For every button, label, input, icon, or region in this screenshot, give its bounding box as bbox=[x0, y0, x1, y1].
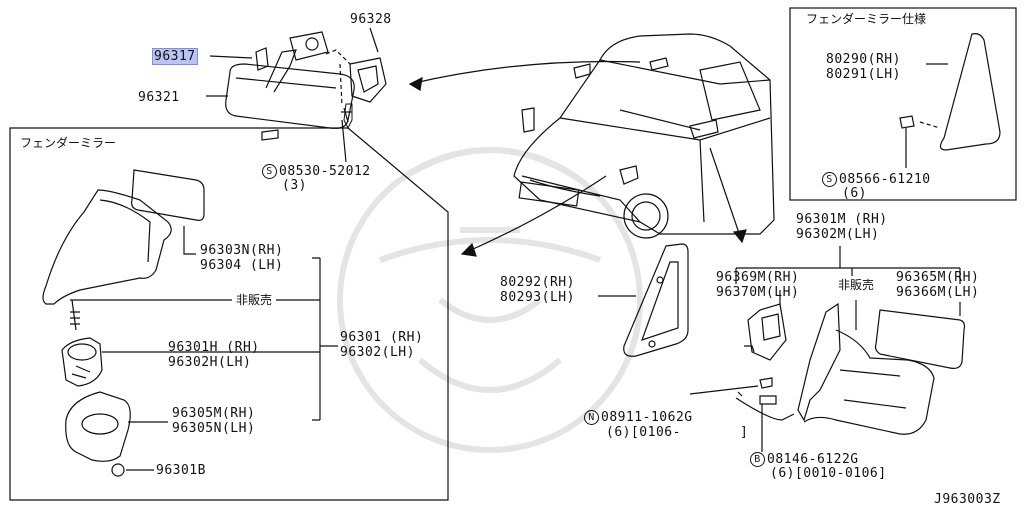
part-label-80291[interactable]: 80291(LH) bbox=[826, 67, 901, 82]
part-label-96328[interactable]: 96328 bbox=[350, 12, 392, 27]
part-label-80290[interactable]: 80290(RH) bbox=[826, 52, 901, 67]
right-box-outline bbox=[789, 7, 1017, 201]
diagram-id: J963003Z bbox=[934, 492, 1001, 507]
nut-qty-close: ] bbox=[740, 425, 749, 440]
screw-icon bbox=[343, 103, 353, 130]
screw-code: 08530-52012 bbox=[279, 164, 371, 179]
watermark-emblem bbox=[337, 147, 643, 453]
part-label-96305m[interactable]: 96305M(RH) bbox=[172, 406, 256, 421]
bolt-qty: (6)[0010-0106] bbox=[770, 466, 887, 481]
part-label-96304[interactable]: 96304 (LH) bbox=[200, 258, 284, 273]
nut-code: 08911-1062G bbox=[601, 410, 693, 425]
not-for-sale-label: 非販売 bbox=[232, 293, 277, 308]
part-label-96370m[interactable]: 96370M(LH) bbox=[716, 285, 800, 300]
vehicle-illustration bbox=[513, 33, 775, 239]
left-box-title: フェンダーミラー bbox=[20, 136, 117, 150]
nut-qty: (6)[0106- bbox=[606, 425, 681, 440]
not-for-sale-label: 非販売 bbox=[838, 278, 875, 292]
screw-qty: (6) bbox=[842, 186, 867, 201]
bolt-code: 08146-6122G bbox=[767, 452, 859, 467]
arrow-fender-mirror bbox=[461, 175, 607, 255]
n-symbol-icon: N bbox=[584, 410, 599, 425]
part-label-96369m[interactable]: 96369M(RH) bbox=[716, 270, 800, 285]
part-label-96321[interactable]: 96321 bbox=[138, 90, 180, 105]
b-symbol-icon: B bbox=[750, 452, 765, 467]
part-label-80293[interactable]: 80293(LH) bbox=[500, 290, 575, 305]
part-label-96302h[interactable]: 96302H(LH) bbox=[168, 355, 252, 370]
s-symbol-icon: S bbox=[262, 164, 277, 179]
part-label-96305n[interactable]: 96305N(LH) bbox=[172, 421, 256, 436]
part-label-96366m[interactable]: 96366M(LH) bbox=[896, 285, 980, 300]
part-label-96301h[interactable]: 96301H (RH) bbox=[168, 340, 260, 355]
part-label-96301m[interactable]: 96301M (RH) bbox=[796, 212, 888, 227]
part-label-96365m[interactable]: 96365M(RH) bbox=[896, 270, 980, 285]
arrow-door-mirror bbox=[709, 147, 743, 243]
part-label-96303n[interactable]: 96303N(RH) bbox=[200, 243, 284, 258]
right-box-title: フェンダーミラー仕様 bbox=[806, 12, 927, 26]
arrow-rearview bbox=[409, 60, 641, 85]
s-symbol-icon: S bbox=[822, 172, 837, 187]
part-label-96317[interactable]: 96317 bbox=[152, 48, 198, 65]
part-label-96301[interactable]: 96301 (RH) bbox=[340, 330, 424, 345]
part-label-96302m[interactable]: 96302M(LH) bbox=[796, 227, 880, 242]
part-label-80292[interactable]: 80292(RH) bbox=[500, 275, 575, 290]
part-label-96302[interactable]: 96302(LH) bbox=[340, 345, 415, 360]
part-label-96301b[interactable]: 96301B bbox=[156, 463, 206, 478]
screw-qty: (3) bbox=[282, 178, 307, 193]
screw-code: 08566-61210 bbox=[839, 172, 931, 187]
left-box-outline bbox=[9, 127, 449, 501]
